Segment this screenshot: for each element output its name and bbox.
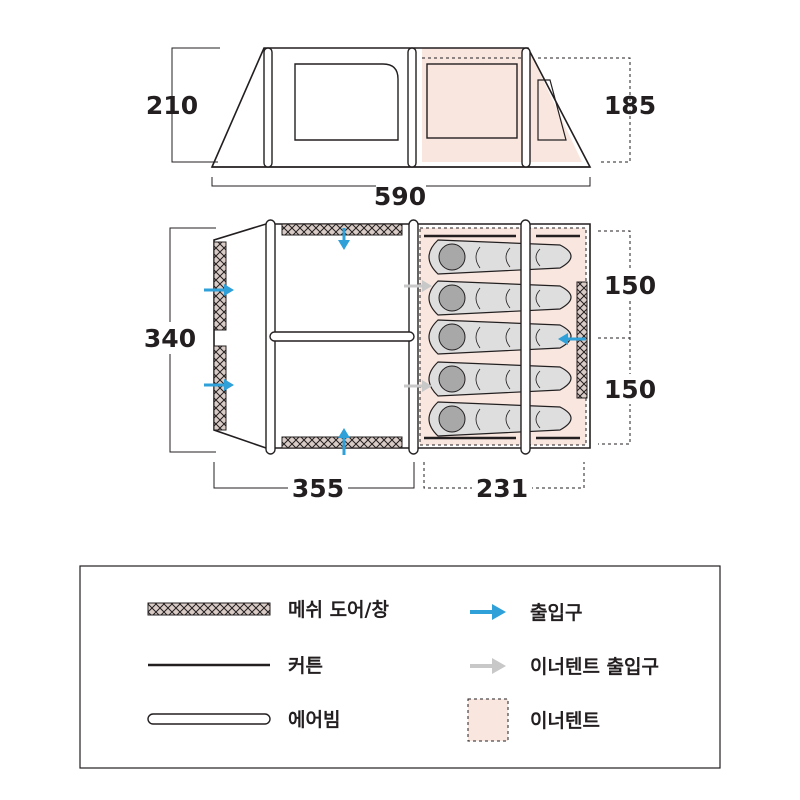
legend-air-beam-label: 에어빔 [288,709,340,731]
gray-arrow-icon [470,658,506,674]
side-air-beam-3 [521,47,531,168]
side-air-beam-1 [263,47,273,168]
blue-arrow-icon [470,604,506,620]
sleeping-bag [428,361,572,397]
dim-side-height-left: 210 [146,91,198,120]
legend-entrance-label: 출입구 [530,602,582,624]
side-air-beam-2 [407,47,417,168]
legend-inner-tent-swatch [467,698,509,742]
legend-curtain-label: 커튼 [288,655,323,677]
blue-arrow-icon [558,333,586,345]
side-inner-tent-area [422,48,582,162]
legend-mesh-label: 메쉬 도어/창 [288,599,389,621]
legend-mesh-swatch [147,602,271,616]
side-view: 210 185 590 [146,47,656,211]
dim-total-length: 590 [374,182,426,211]
sleeping-bags [428,239,572,437]
side-window-inner [426,63,518,139]
dim-inner-width-bottom: 150 [604,375,656,404]
dim-floor-width: 340 [144,324,196,353]
sleeping-bag [428,401,572,437]
side-window-rear [537,79,567,141]
floor-plan: 340 150 150 355 231 [140,219,658,503]
side-window-left [294,63,399,141]
blue-arrow-icon [338,428,350,455]
sleeping-bag [428,280,572,316]
gray-arrow-icon [404,280,432,292]
blue-arrow-icon [338,228,350,250]
dim-inner-length: 231 [476,474,528,503]
gray-arrow-icon [404,380,432,392]
blue-arrow-icon [204,284,234,296]
air-beam [520,219,531,455]
dim-living-length: 355 [292,474,344,503]
dim-side-height-right: 185 [604,91,656,120]
legend-inner-entrance-label: 이너텐트 출입구 [530,656,659,678]
legend-inner-tent-label: 이너텐트 [530,710,600,732]
air-beam-cross [269,331,415,342]
legend-box [79,565,721,769]
blue-arrow-icon [204,379,234,391]
mesh-bottom-door [281,436,403,449]
dim-inner-width-top: 150 [604,271,656,300]
sleeping-bag [428,239,572,275]
mesh-top-door [281,223,403,236]
legend: 메쉬 도어/창 커튼 에어빔 출입구 이너텐트 출입구 이너텐트 [79,565,721,769]
sleeping-bag [428,319,572,355]
legend-air-beam-swatch [147,713,271,725]
